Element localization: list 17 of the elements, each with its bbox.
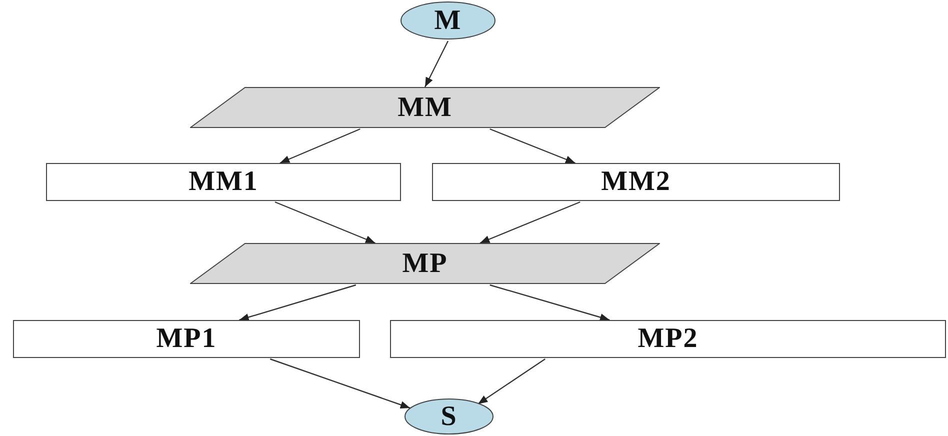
node-label: MP1 <box>156 323 217 355</box>
arrow <box>270 358 410 409</box>
node-label: MM1 <box>188 166 258 198</box>
node-label: MM <box>398 92 452 124</box>
arrow <box>274 201 376 244</box>
arrow <box>239 284 356 321</box>
node-label: M <box>434 4 462 36</box>
node-label: MM2 <box>601 166 671 198</box>
arrow <box>424 40 449 88</box>
node-label: S <box>440 400 458 432</box>
node-label: MP2 <box>638 323 698 355</box>
arrow <box>478 358 546 404</box>
node-label: MP <box>402 248 448 280</box>
arrow <box>490 128 576 164</box>
arrow <box>490 284 610 321</box>
arrow <box>480 201 580 244</box>
arrow <box>280 128 360 164</box>
